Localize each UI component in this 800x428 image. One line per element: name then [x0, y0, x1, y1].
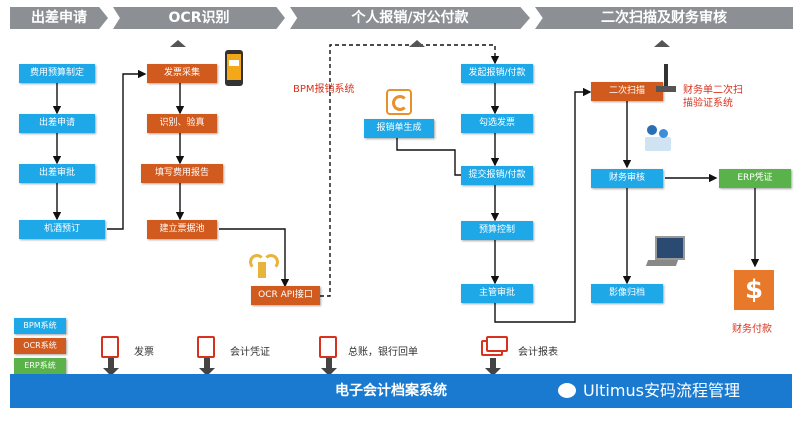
- node-expense-report: 填写费用报告: [141, 164, 223, 183]
- invoice-doc-icon: [101, 336, 119, 358]
- node-finance-review: 财务审核: [591, 169, 663, 188]
- up-arrow-icon: [170, 40, 186, 47]
- archive-system-bar: 电子会计档案系统 Ultimus安码流程管理: [10, 374, 792, 408]
- wechat-icon: [558, 383, 576, 398]
- doc-financial-report: 会计报表: [518, 347, 558, 358]
- archive-system-label: 电子会计档案系统: [335, 383, 447, 399]
- monitor-icon: [645, 236, 685, 270]
- phone-scan-icon: [222, 50, 248, 92]
- legend-ocr: OCR系统: [14, 338, 66, 354]
- watermark-text: Ultimus安码流程管理: [583, 381, 740, 400]
- header-ocr: OCR识别: [113, 7, 285, 29]
- report-cards-icon: [481, 336, 508, 356]
- node-trip-approval: 出差审批: [19, 164, 95, 183]
- bpm-system-label: BPM报销系统: [293, 84, 355, 95]
- node-rescan: 二次扫描: [591, 82, 663, 101]
- node-initiate-payment: 发起报销/付款: [461, 64, 533, 83]
- node-submit-payment: 提交报销/付款: [461, 166, 533, 185]
- scanner-icon: [656, 64, 676, 94]
- team-icon: [641, 123, 677, 159]
- legend-erp: ERP系统: [14, 358, 66, 374]
- node-booking: 机酒预订: [19, 220, 105, 239]
- node-trip-request: 出差申请: [19, 114, 95, 133]
- voucher-icon: [386, 89, 412, 115]
- node-budget: 费用预算制定: [19, 64, 95, 83]
- header-reimbursement: 个人报销/对公付款: [290, 7, 530, 29]
- doc-invoice: 发票: [134, 347, 154, 358]
- node-erp-voucher: ERP凭证: [719, 169, 791, 188]
- node-invoice-pool: 建立票据池: [147, 220, 217, 239]
- node-select-invoice: 勾选发票: [461, 114, 533, 133]
- legend-bpm: BPM系统: [14, 318, 66, 334]
- rescan-note: 财务单二次扫描验证系统: [683, 85, 743, 109]
- node-manager-approval: 主管审批: [461, 284, 533, 303]
- doc-ledger: 总账，银行回单: [348, 347, 418, 358]
- dollar-icon: $: [734, 270, 774, 310]
- header-business-trip: 出差申请: [10, 7, 108, 29]
- up-arrow-icon: [409, 40, 425, 47]
- node-verify: 识别、验真: [147, 114, 217, 133]
- node-ocr-api: OCR API接口: [251, 286, 320, 305]
- node-voucher-generate: 报销单生成: [364, 119, 434, 138]
- api-connector-icon: [247, 250, 279, 280]
- node-budget-control: 预算控制: [461, 221, 533, 240]
- ledger-doc-icon: [319, 336, 337, 358]
- up-arrow-icon: [654, 40, 670, 47]
- node-image-archive: 影像归档: [591, 284, 663, 303]
- doc-accounting-voucher: 会计凭证: [230, 347, 270, 358]
- header-finance-review: 二次扫描及财务审核: [535, 7, 793, 29]
- node-invoice-collect: 发票采集: [147, 64, 217, 83]
- voucher-doc-icon: [197, 336, 215, 358]
- payment-label: 财务付款: [732, 324, 772, 335]
